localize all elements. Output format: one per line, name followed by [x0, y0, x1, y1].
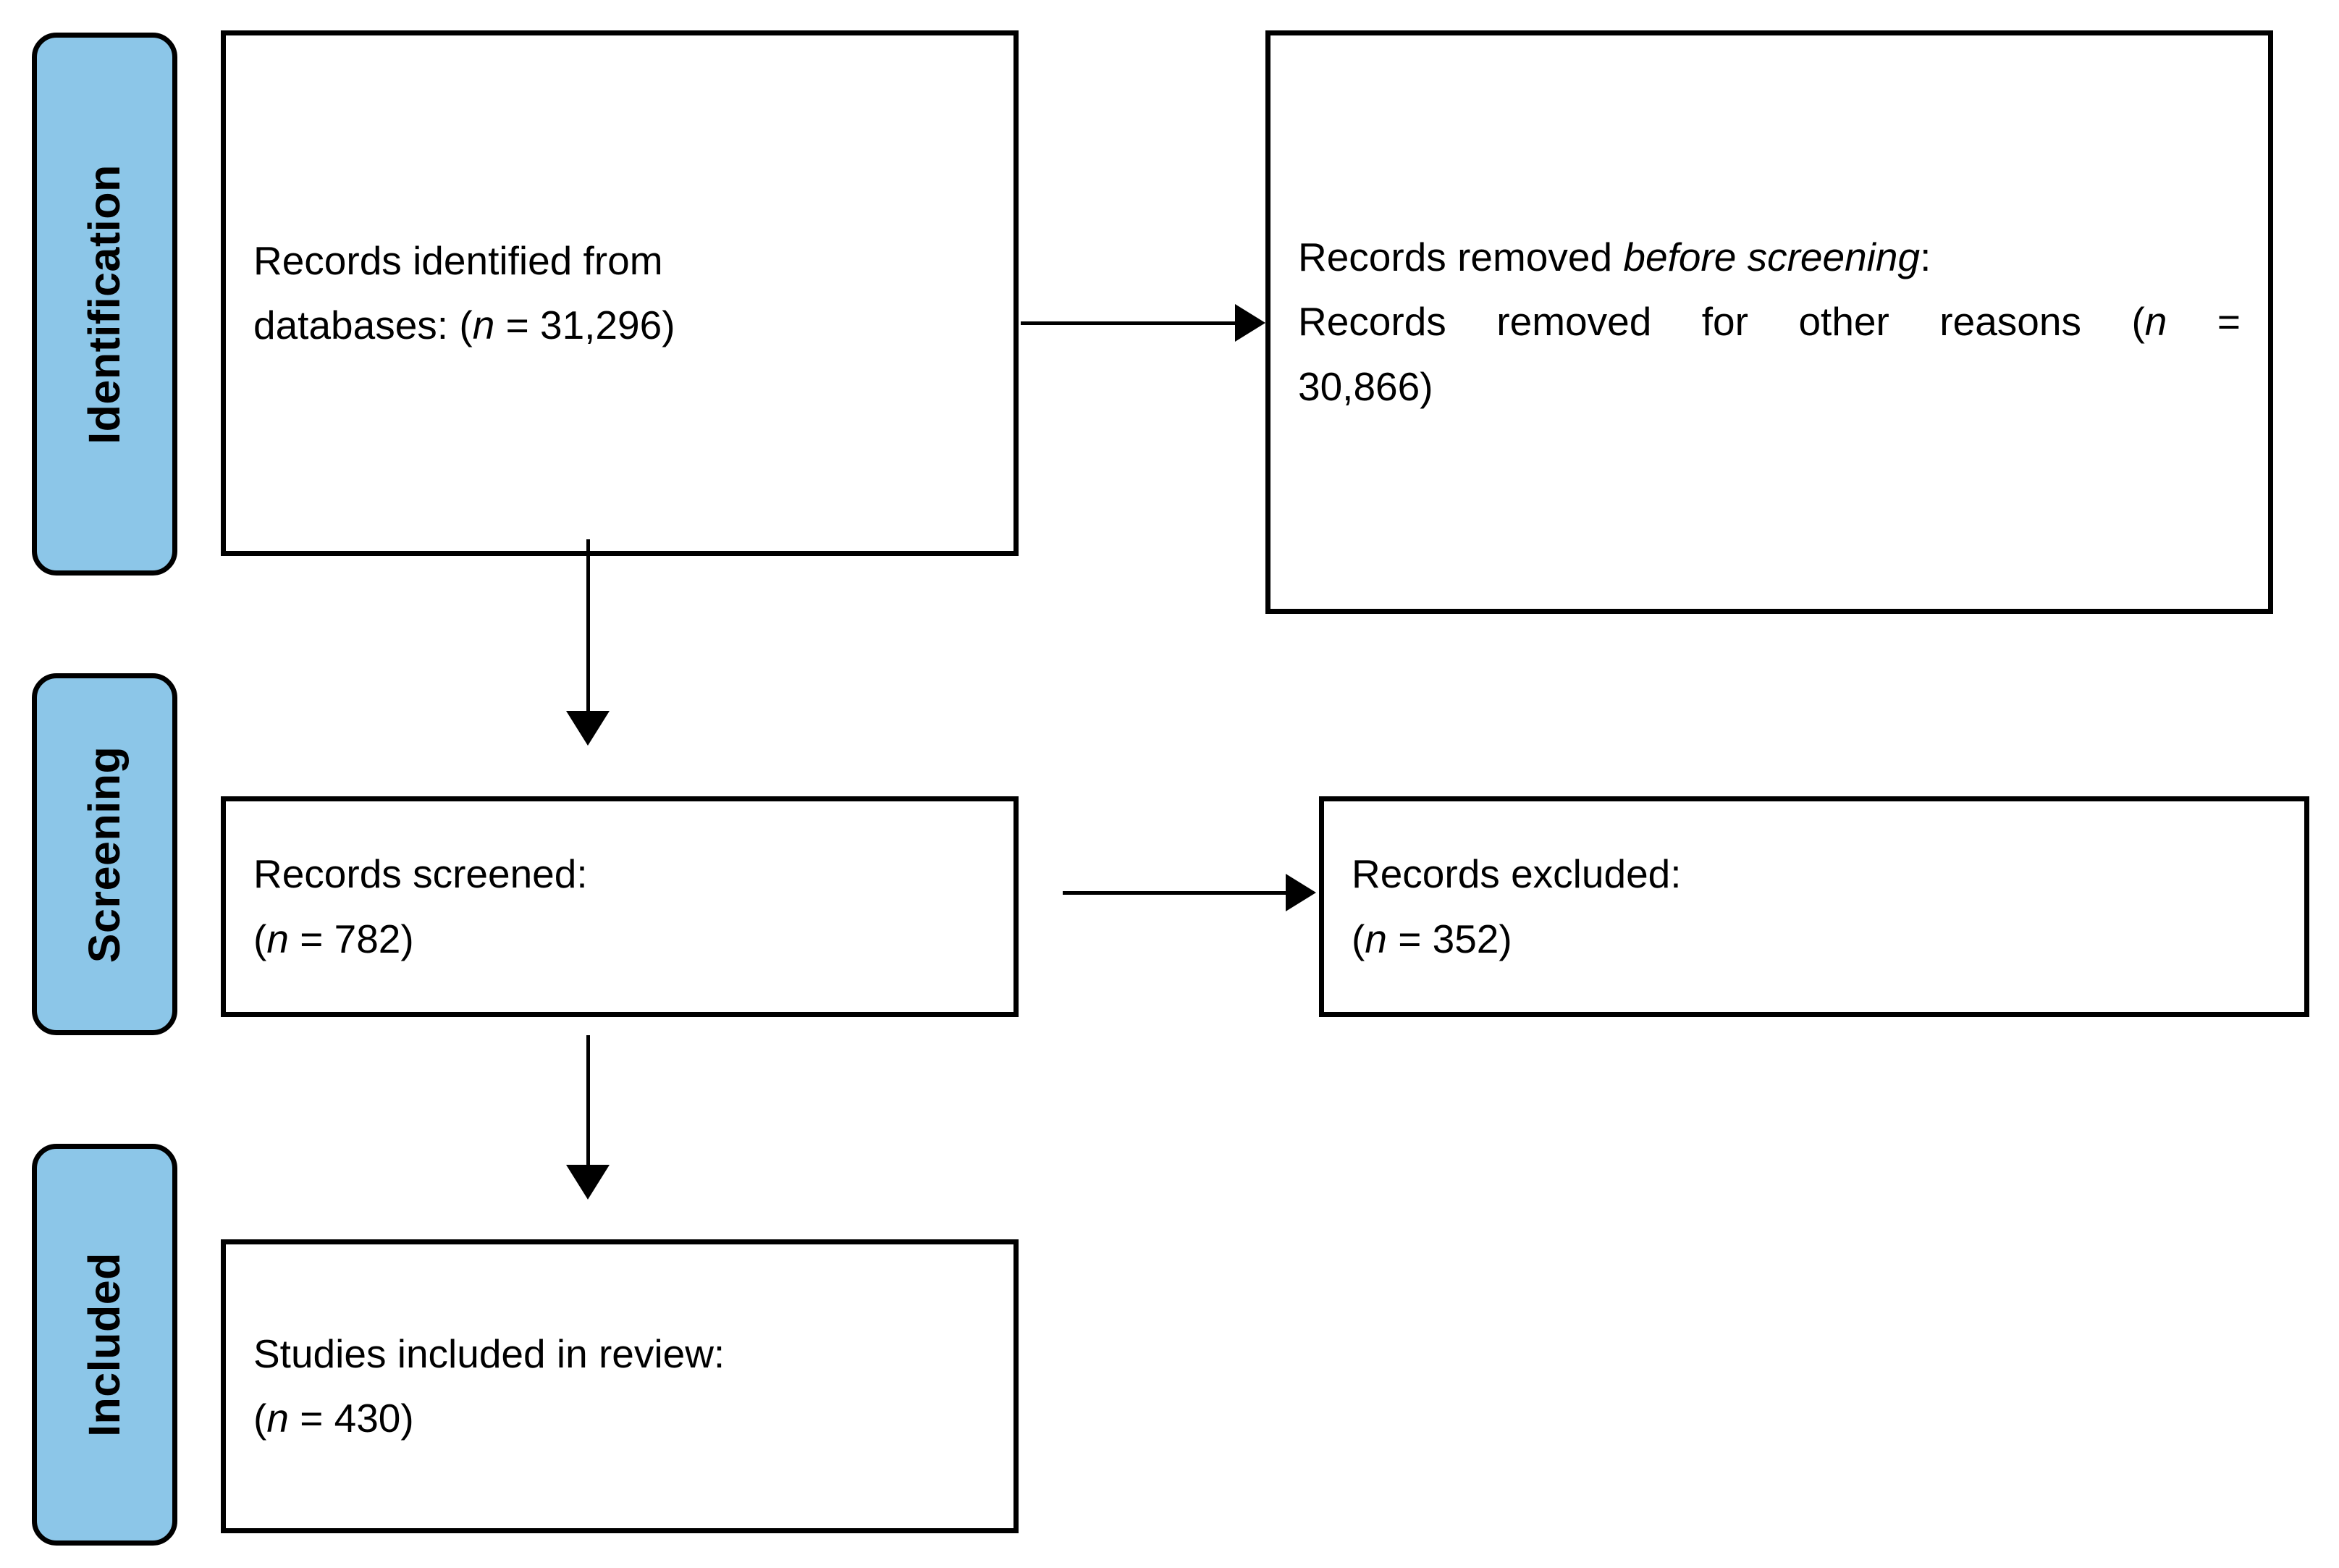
records-excluded-line-2: (n = 352): [1352, 907, 2277, 971]
box-records-screened: Records screened: (n = 782): [221, 796, 1019, 1017]
box-records-identified: Records identified from databases: (n = …: [221, 30, 1019, 556]
arrow-screened-to-included-head: [566, 1165, 610, 1200]
records-removed-line-2: Records removed for other reasons (n =: [1298, 290, 2241, 354]
box-records-removed-before-screening: Records removed before screening: Record…: [1265, 30, 2273, 614]
studies-included-n-italic: n: [266, 1396, 289, 1441]
records-identified-line-1: Records identified from: [253, 237, 663, 283]
studies-included-line-1: Studies included in review:: [253, 1331, 725, 1376]
stage-pill-included: Included: [32, 1144, 177, 1546]
arrow-identified-to-screened-shaft: [586, 539, 590, 713]
arrow-identified-to-removed-head: [1235, 304, 1265, 342]
records-removed-n-italic: n: [2144, 299, 2167, 345]
records-removed-line-3: 30,866): [1298, 363, 1433, 409]
stage-pill-identification: Identification: [32, 33, 177, 576]
records-excluded-prefix: (: [1352, 916, 1365, 961]
arrow-screened-to-included-shaft: [586, 1035, 590, 1167]
records-removed-line-1: Records removed before screening:: [1298, 225, 2241, 290]
studies-included-prefix: (: [253, 1396, 267, 1441]
records-excluded-suffix: = 352): [1386, 916, 1512, 961]
records-identified-n-italic: n: [472, 303, 495, 347]
records-removed-before-screening-italic: before screening: [1623, 235, 1921, 280]
box-records-removed-text: Records removed before screening: Record…: [1270, 225, 2268, 418]
records-identified-line-2: databases: (n = 31,296): [253, 293, 986, 358]
arrow-identified-to-screened-head: [566, 711, 610, 746]
box-records-identified-text: Records identified from databases: (n = …: [226, 229, 1013, 358]
records-excluded-line-1: Records excluded:: [1352, 851, 1682, 897]
arrow-identified-to-screened: [566, 539, 610, 746]
box-records-excluded-text: Records excluded: (n = 352): [1324, 842, 2304, 971]
records-screened-n-italic: n: [266, 916, 289, 961]
stage-label-identification: Identification: [80, 164, 129, 444]
records-identified-prefix: databases: (: [253, 303, 473, 347]
box-records-screened-text: Records screened: (n = 782): [226, 842, 1013, 971]
box-records-excluded: Records excluded: (n = 352): [1319, 796, 2309, 1017]
records-removed-colon: :: [1920, 235, 1931, 280]
records-screened-suffix: = 782): [288, 916, 414, 961]
records-removed-other-reasons-prefix: Records removed for other reasons (: [1298, 299, 2145, 345]
stage-pill-screening: Screening: [32, 673, 177, 1035]
records-screened-line-1: Records screened:: [253, 851, 588, 897]
stage-label-included: Included: [80, 1252, 130, 1437]
box-studies-included: Studies included in review: (n = 430): [221, 1239, 1019, 1533]
arrow-screened-to-excluded-head: [1286, 874, 1316, 911]
studies-included-suffix: = 430): [288, 1396, 414, 1441]
records-removed-prefix: Records removed: [1298, 235, 1624, 280]
records-removed-equals: =: [2167, 299, 2241, 345]
arrow-screened-to-excluded: [1063, 874, 1319, 911]
arrow-screened-to-excluded-shaft: [1063, 890, 1289, 895]
box-studies-included-text: Studies included in review: (n = 430): [226, 1322, 1013, 1451]
stage-label-screening: Screening: [80, 746, 129, 963]
arrow-identified-to-removed-shaft: [1021, 321, 1238, 325]
records-screened-prefix: (: [253, 916, 267, 961]
records-screened-line-2: (n = 782): [253, 907, 986, 971]
records-excluded-n-italic: n: [1365, 916, 1387, 961]
studies-included-line-2: (n = 430): [253, 1386, 986, 1451]
records-identified-suffix: = 31,296): [494, 303, 675, 347]
arrow-identified-to-removed: [1021, 304, 1265, 342]
arrow-screened-to-included: [566, 1035, 610, 1200]
